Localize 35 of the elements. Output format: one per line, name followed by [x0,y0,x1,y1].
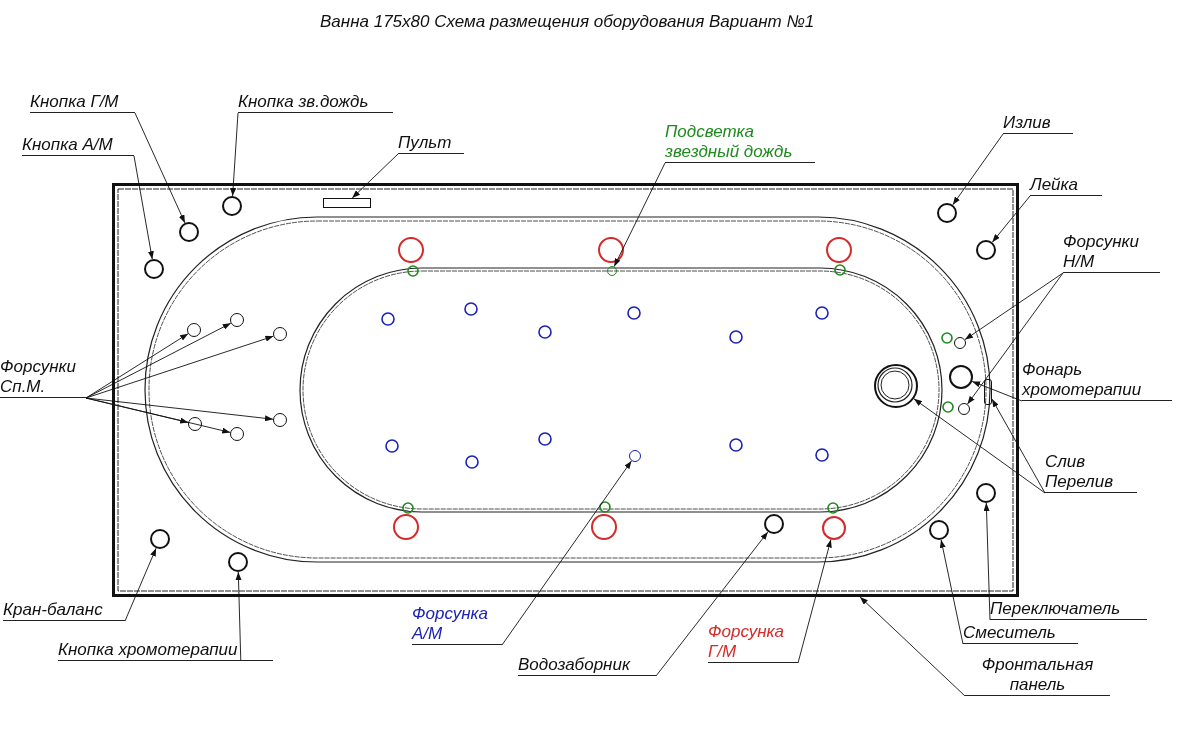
part-circle [949,365,973,389]
part-circle [937,203,957,223]
callout-label: Подсветка звездный дождь [665,122,815,163]
callout-label: Форсунки Сп.М. [0,357,86,398]
control-panel-marker [323,198,371,208]
part-circle [976,240,996,260]
part-circle [222,196,242,216]
part-circle [976,483,996,503]
callout-label: Водозаборник [518,655,656,676]
part-circle [179,222,199,242]
callout-label: Форсунка А/М [412,604,502,645]
callout-label: Форсунки Н/М [1063,232,1160,273]
part-circle [822,516,846,540]
callout-label: Кнопка Г/М [30,92,135,113]
callout-label: Смеситель [963,623,1078,644]
callout-label: Слив Перелив [1045,452,1137,493]
callout-label: Излив [1003,113,1073,134]
callout-label: Фронтальная панель [965,655,1110,696]
part-circle [144,259,164,279]
callout-label: Форсунка Г/М [708,622,798,663]
drain-circle [874,364,918,408]
diagram-title: Ванна 175x80 Схема размещения оборудования Вариант №1 [320,11,815,33]
callout-label: Лейка [1030,175,1102,196]
callout-label: Кнопка хромотерапии [58,640,273,661]
callout-label: Кран-баланс [3,600,125,621]
part-circle [150,529,170,549]
overflow-marker [984,379,992,405]
part-circle [929,520,949,540]
part-circle [228,552,248,572]
callout-label: Кнопка зв.дождь [238,92,393,113]
callout-label: Пульт [398,133,464,154]
callout-label: Переключатель [990,599,1147,620]
callout-label: Кнопка А/М [22,135,134,156]
callout-label: Фонарь хромотерапии [1022,360,1172,401]
part-circle [764,514,784,534]
